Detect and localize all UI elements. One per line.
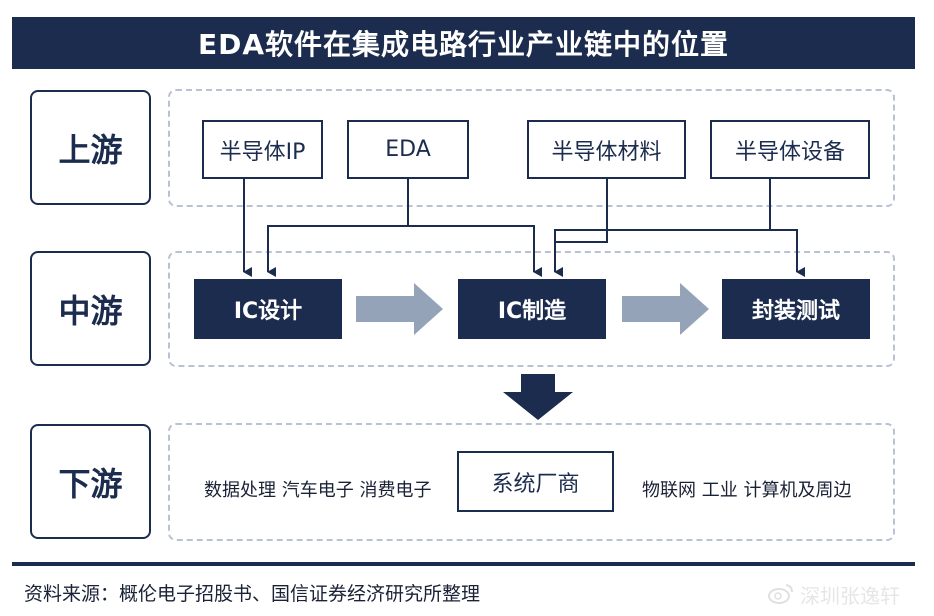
connector-eda-to-fab — [408, 225, 542, 277]
connector-materials-to-fab — [554, 178, 608, 277]
tier-label-upstream: 上游 — [30, 90, 151, 205]
downstream-panel — [168, 423, 895, 541]
process-arrow-fab-to-test — [622, 283, 709, 335]
upstream-box-eda: EDA — [347, 120, 469, 179]
midstream-panel — [168, 251, 895, 367]
connector-equipment-to-fab-and-test — [554, 178, 771, 242]
upstream-box-semiconductor-ip: 半导体IP — [202, 120, 323, 179]
midstream-box-ic-design: IC设计 — [194, 279, 342, 339]
diagram-title: EDA软件在集成电路行业产业链中的位置 — [12, 17, 915, 69]
downstream-items-right: 物联网 工业 计算机及周边 — [642, 480, 852, 501]
connector-eda-to-design-and-fab — [267, 178, 409, 277]
tier-label-midstream: 中游 — [30, 251, 151, 366]
downstream-box-system-vendors: 系统厂商 — [457, 451, 614, 512]
tier-label-downstream: 下游 — [30, 424, 151, 539]
connector-equipment-to-test — [770, 229, 805, 277]
upstream-box-semiconductor-equipment: 半导体设备 — [710, 120, 870, 179]
source-note: 资料来源：概伦电子招股书、国信证券经济研究所整理 — [24, 583, 481, 605]
weibo-icon — [768, 584, 793, 604]
watermark-text: 深圳张逸轩 — [800, 584, 900, 608]
midstream-box-ic-manufacturing: IC制造 — [458, 279, 606, 339]
midstream-box-packaging-testing: 封装测试 — [722, 279, 870, 339]
downstream-items-left: 数据处理 汽车电子 消费电子 — [204, 480, 432, 501]
footer-rule — [12, 562, 915, 566]
process-arrow-design-to-fab — [356, 283, 443, 335]
down-arrow-mid-to-downstream — [503, 374, 573, 420]
upstream-box-semiconductor-materials: 半导体材料 — [527, 120, 686, 179]
upstream-panel — [168, 89, 895, 207]
